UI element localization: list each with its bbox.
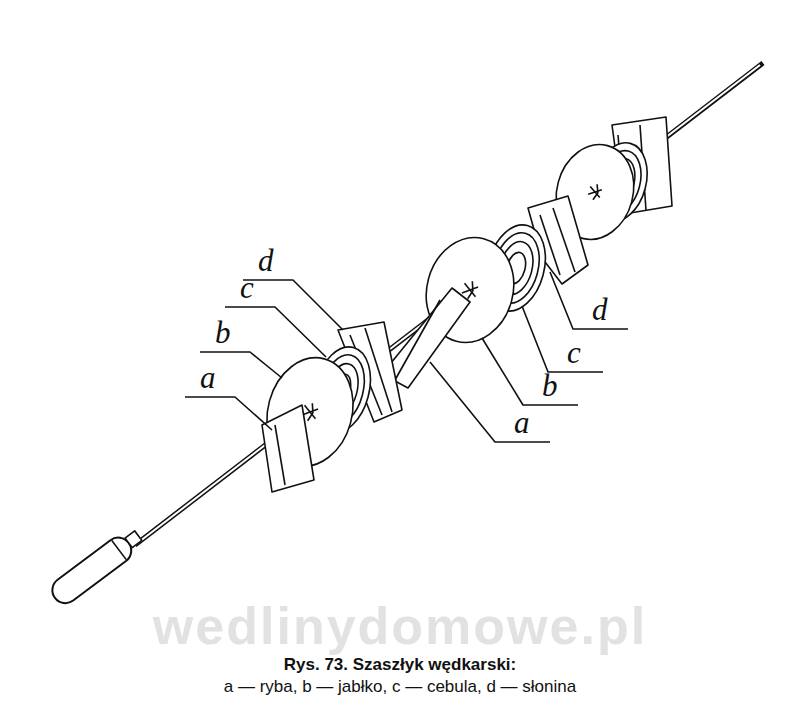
part-letter: d bbox=[258, 244, 274, 278]
caption: Rys. 73. Szaszłyk wędkarski: bbox=[0, 654, 800, 676]
part-letter: a bbox=[200, 361, 216, 395]
part-letter: b bbox=[215, 316, 231, 350]
part-letter: c bbox=[567, 336, 581, 370]
part-letter: b bbox=[542, 369, 558, 403]
part-letter: c bbox=[240, 271, 254, 305]
part-letter: d bbox=[592, 293, 608, 327]
part-letter: a bbox=[514, 406, 530, 440]
legend-line: a — ryba, b — jabłko, c — cebula, d — sł… bbox=[0, 676, 800, 698]
watermark: wedlinydomowe.pl bbox=[0, 596, 800, 656]
